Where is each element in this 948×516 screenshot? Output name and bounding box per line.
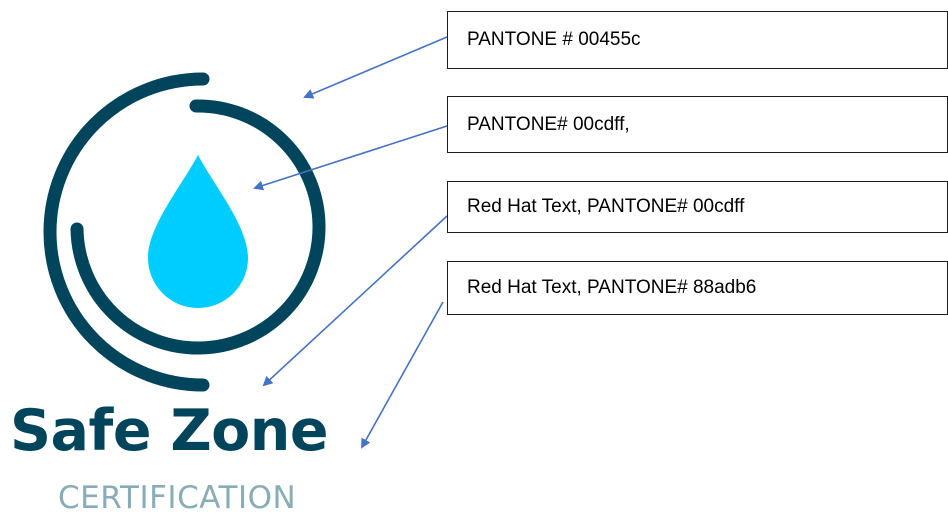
arrow-2 bbox=[253, 125, 448, 191]
arrow-4 bbox=[361, 301, 444, 449]
callout-drop-color: PANTONE# 00cdff, bbox=[447, 96, 948, 153]
brand-tagline: CERTIFICATION bbox=[58, 480, 297, 516]
callout-label: PANTONE# 00cdff, bbox=[467, 113, 630, 135]
brand-name: Safe Zone bbox=[10, 398, 329, 464]
ring-icon bbox=[43, 72, 210, 392]
callout-ring-color: PANTONE # 00455c bbox=[447, 11, 948, 69]
callout-label: Red Hat Text, PANTONE# 00cdff bbox=[467, 196, 745, 217]
arrow-1 bbox=[303, 36, 448, 99]
callout-name-font: Red Hat Text, PANTONE# 00cdff bbox=[447, 181, 948, 233]
arrow-3 bbox=[262, 215, 448, 387]
callout-tagline-font: Red Hat Text, PANTONE# 88adb6 bbox=[447, 261, 948, 315]
callout-label: PANTONE # 00455c bbox=[467, 29, 641, 50]
water-drop-icon bbox=[148, 155, 248, 308]
inner-ring-icon bbox=[70, 99, 326, 355]
callout-label: Red Hat Text, PANTONE# 88adb6 bbox=[467, 277, 757, 298]
